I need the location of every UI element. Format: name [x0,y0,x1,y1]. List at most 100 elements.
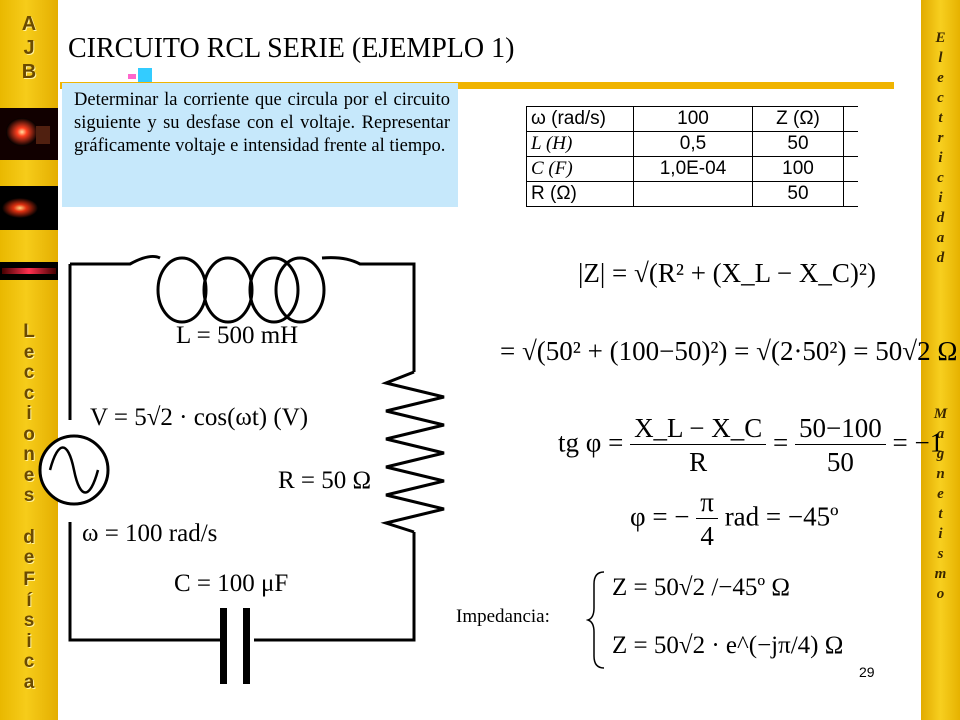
phase-formula: φ = − π 4 rad = −45º [630,486,839,553]
sidebar-word-lecciones: L e c c i o n e s [0,321,58,507]
tangent-formula: tg φ = X_L − X_C R = 50−100 50 = −1 [558,412,943,479]
resistor-label: R = 50 Ω [278,467,372,494]
letter: E [935,30,946,46]
decoration-square [138,68,152,82]
slide-title: CIRCUITO RCL SERIE (EJEMPLO 1) [68,33,515,64]
impedancia-label: Impedancia: [456,606,550,627]
logo-letter: B [21,61,37,83]
letter: M [933,406,948,422]
letter: L [23,321,35,342]
tg-numerator-numeric: 50−100 [795,412,886,445]
curly-brace [586,571,605,669]
table-cell: R (Ω) [526,181,634,207]
glow-image [0,186,58,230]
phi-fraction: π 4 [696,486,718,553]
letter: g [936,446,945,462]
letter: t [938,506,943,522]
impedance-exponential-form: Z = 50√2 · e^(−jπ/4) Ω [612,632,844,659]
ajb-logo: A J B [0,12,58,84]
letter: e [23,547,35,568]
tg-fraction: X_L − X_C R [630,412,767,479]
tg-fraction-numeric: 50−100 50 [795,412,886,479]
letter: s [937,546,944,562]
logo-letter: J [23,37,35,59]
letter: d [23,527,35,548]
impedance-polar-form: Z = 50√2 /−45º Ω [612,574,790,601]
inductor-label: L = 500 mH [176,322,299,349]
table-cell [633,181,753,207]
letter: c [937,90,944,106]
letter: i [26,403,32,424]
letter: e [937,70,944,86]
right-sidebar [921,0,960,720]
tg-numerator: X_L − X_C [630,412,767,445]
table-cell [843,181,858,207]
letter: n [936,466,945,482]
page-number: 29 [859,664,875,680]
tg-result: = −1 [892,427,944,458]
equals-sign: = [773,427,789,458]
letter: t [938,110,943,126]
voltage-label: V = 5√2 · cos(ωt) (V) [90,404,309,431]
phi-denominator: 4 [700,521,714,551]
sidebar-word-magnetismo: M a g n e t i s m o [921,404,960,604]
table-cell: L (H) [526,131,634,157]
table-row: C (F) 1,0E-04 100 [526,156,858,182]
letter: s [23,485,35,506]
tg-denominator-numeric: 50 [826,447,854,477]
logo-letter: A [21,13,37,35]
phi-numerator: π [696,486,718,519]
sidebar-word-de: d e [0,528,58,568]
capacitor [220,608,250,684]
letter: e [23,464,35,486]
letter: r [937,130,944,146]
letter: n [23,444,35,465]
lightbulb-image [0,108,58,160]
sidebar-word-fisica: F í s i c a [0,569,58,693]
letter: s [23,610,35,631]
letter: i [938,150,943,166]
letter: d [936,210,945,226]
letter: a [23,671,35,693]
phi-rhs: rad = −45º [724,501,839,532]
table-cell: Z (Ω) [752,106,844,132]
table-row: L (H) 0,5 50 [526,131,858,157]
problem-statement: Determinar la corriente que circula por … [62,83,458,207]
table-row: ω (rad/s) 100 Z (Ω) [526,106,858,132]
capacitor-label: C = 100 μF [174,570,289,597]
letter: i [938,526,943,542]
table-row: R (Ω) 50 [526,181,858,207]
letter: o [936,586,945,602]
omega-label: ω = 100 rad/s [82,520,218,547]
tg-lhs: tg φ = [558,427,624,458]
letter: c [937,170,944,186]
data-table: ω (rad/s) 100 Z (Ω) L (H) 0,5 50 C (F) 1… [526,106,858,207]
letter: e [23,341,35,363]
letter: i [26,630,32,652]
spectrum-image [0,262,58,280]
impedance-magnitude-formula: |Z| = √(R² + (X_L − X_C)²) [578,258,876,288]
letter: F [23,569,35,590]
sidebar-word-electricidad: E l e c t r i c i d a d [921,28,960,268]
letter: a [936,426,945,442]
letter: i [938,190,943,206]
letter: í [26,589,32,611]
table-cell: ω (rad/s) [526,106,634,132]
letter: c [23,651,35,672]
letter: a [936,230,945,246]
phi-lhs: φ = − [630,501,690,532]
decoration-dash [128,74,136,79]
letter: o [23,423,35,445]
letter: d [936,250,945,266]
letter: m [934,566,947,582]
table-cell: 50 [752,131,844,157]
inductor-coil [156,256,326,324]
letter: c [23,382,35,404]
letter: l [938,50,943,66]
letter: c [23,362,35,383]
letter: e [937,486,944,502]
ac-source-icon [38,434,110,506]
tg-denominator: R [689,447,708,477]
title-underline [60,82,894,89]
impedance-numeric-formula: = √(50² + (100−50)²) = √(2·50²) = 50√2 Ω [500,336,958,366]
